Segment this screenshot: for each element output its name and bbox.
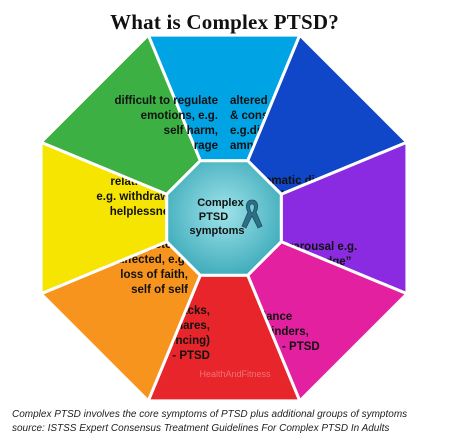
center-text: Complex PTSD symptoms — [189, 197, 246, 237]
center-line: PTSD — [199, 211, 228, 223]
segment-line: loss of faith, — [120, 269, 188, 281]
center-octagon: Complex PTSD symptoms — [165, 159, 283, 277]
segment-line: difficult to regulate — [115, 95, 219, 107]
segment-line: affected, e.g. — [118, 254, 188, 266]
footer-line: source: ISTSS Expert Consensus Treatment… — [12, 423, 390, 434]
watermark: HealthAndFitness — [199, 369, 271, 379]
center-line: symptoms — [189, 225, 244, 237]
page-title: What is Complex PTSD? — [110, 10, 339, 34]
footer-line: Complex PTSD involves the core symptoms … — [12, 409, 408, 420]
segment-line: emotions, e.g. — [141, 110, 218, 122]
center-line: Complex — [197, 197, 244, 209]
segments-layer: altered attention& consciouness,e.g.diss… — [38, 32, 410, 404]
segment-text: difficult to regulate emotions, e.g. self … — [115, 95, 219, 152]
segment-line: rage — [194, 140, 218, 152]
segment-line: - PTSD — [172, 350, 210, 362]
footer-caption: Complex PTSD involves the core symptoms … — [12, 408, 442, 436]
ribbon-icon — [241, 199, 263, 229]
center-octagon-shape — [165, 159, 283, 277]
segment-line: helplessness — [110, 206, 182, 218]
segment-line: e.g. withdrawal, — [96, 191, 182, 203]
segment-line: self of self — [131, 284, 188, 296]
segment-line: self harm, — [164, 125, 218, 137]
